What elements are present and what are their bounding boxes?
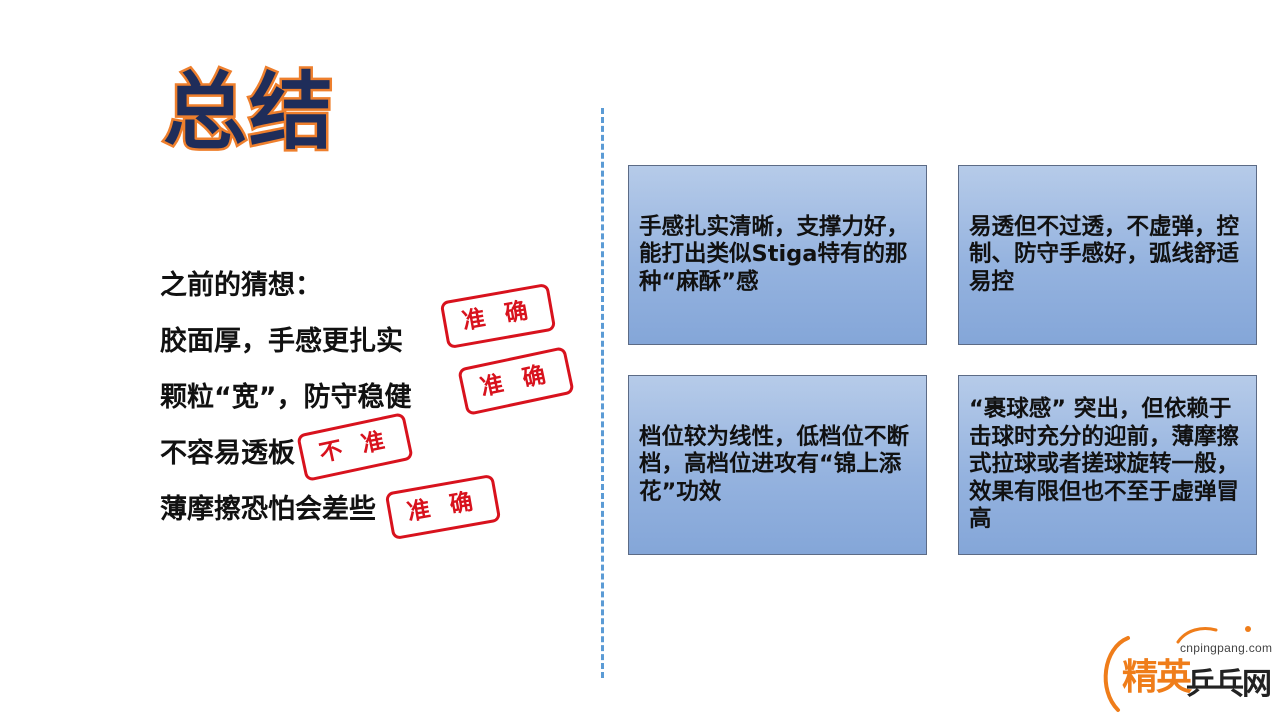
summary-card: “裹球感” 突出，但依赖于击球时充分的迎前，薄摩擦式拉球或者搓球旋转一般，效果有… xyxy=(958,375,1257,555)
logo-brand-left: 精英 xyxy=(1122,657,1192,698)
guess-item: 不容易透板 xyxy=(160,438,295,469)
summary-card-text: “裹球感” 突出，但依赖于击球时充分的迎前，薄摩擦式拉球或者搓球旋转一般，效果有… xyxy=(969,396,1240,533)
summary-card: 档位较为线性，低档位不断档，高档位进攻有“锦上添花”功效 xyxy=(628,375,927,555)
guess-item: 颗粒“宽”，防守稳健 xyxy=(160,382,412,413)
summary-card-text: 易透但不过透，不虚弹，控制、防守手感好，弧线舒适易控 xyxy=(969,213,1240,295)
stamp-accurate: 准 确 xyxy=(439,282,557,350)
summary-card-text: 手感扎实清晰，支撑力好，能打出类似Stiga特有的那种“麻酥”感 xyxy=(639,213,910,295)
stamp-accurate: 准 确 xyxy=(457,346,575,416)
guess-list: 之前的猜想： 胶面厚，手感更扎实 颗粒“宽”，防守稳健 不容易透板 薄摩擦恐怕会… xyxy=(160,258,412,538)
slide-title: 总结 xyxy=(160,61,336,164)
dashed-divider xyxy=(601,108,604,678)
summary-card-text: 档位较为线性，低档位不断档，高档位进攻有“锦上添花”功效 xyxy=(639,423,910,505)
guess-item: 薄摩擦恐怕会差些 xyxy=(160,494,376,525)
brand-logo-icon xyxy=(1103,626,1251,712)
guess-item: 胶面厚，手感更扎实 xyxy=(160,326,403,357)
guess-heading: 之前的猜想： xyxy=(160,270,322,301)
summary-card: 手感扎实清晰，支撑力好，能打出类似Stiga特有的那种“麻酥”感 xyxy=(628,165,927,345)
summary-card: 易透但不过透，不虚弹，控制、防守手感好，弧线舒适易控 xyxy=(958,165,1257,345)
logo-brand-right: 乒乓网 xyxy=(1186,667,1272,702)
logo-url: cnpingpang.com xyxy=(1180,641,1273,655)
